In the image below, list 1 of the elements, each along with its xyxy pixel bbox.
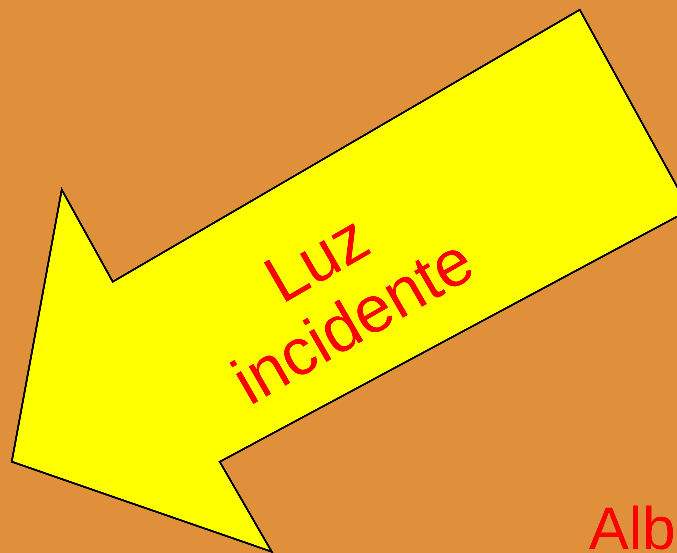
label-text: Alb <box>589 506 674 550</box>
